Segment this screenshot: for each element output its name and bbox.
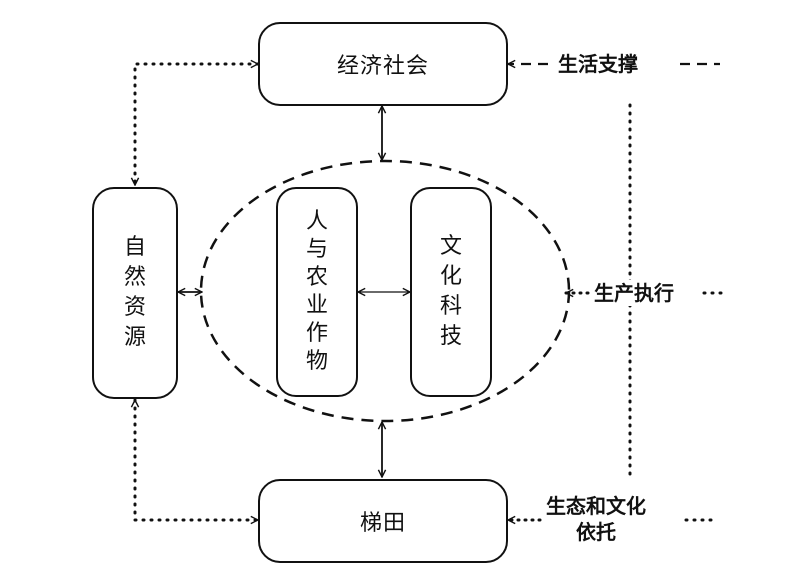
vertical-char: 科 <box>439 294 462 319</box>
culture-tech-label: 文化科技 <box>440 232 462 352</box>
ecology-culture-line1: 生态和文化 <box>546 494 646 518</box>
vertical-char: 源 <box>123 325 146 350</box>
vertical-char: 化 <box>439 264 462 289</box>
natural-resources-label: 自然资源 <box>124 233 146 353</box>
terraces-box: 梯田 <box>258 479 508 563</box>
culture-tech-box: 文化科技 <box>410 187 492 397</box>
vertical-char: 人 <box>305 209 328 234</box>
ecology-culture-label: 生态和文化 依托 <box>546 493 646 545</box>
core-ellipse <box>199 159 571 423</box>
people-crops-label: 人与农业作物 <box>306 208 328 376</box>
production-label: 生产执行 <box>594 280 674 306</box>
vertical-char: 物 <box>305 349 328 374</box>
vertical-char: 与 <box>305 237 328 262</box>
natural-resources-box: 自然资源 <box>92 187 178 399</box>
economy-society-box: 经济社会 <box>258 22 508 106</box>
ecology-culture-line2: 依托 <box>576 520 616 544</box>
vertical-char: 资 <box>123 295 146 320</box>
economy-society-label: 经济社会 <box>336 54 429 79</box>
dotted-link-resources-terraces <box>135 398 260 520</box>
life-support-label: 生活支撑 <box>558 51 638 77</box>
vertical-char: 业 <box>305 293 328 318</box>
vertical-char: 作 <box>305 321 328 346</box>
vertical-char: 然 <box>123 265 146 290</box>
vertical-char: 自 <box>123 235 146 260</box>
vertical-char: 技 <box>439 324 462 349</box>
dotted-link-economy-resources <box>135 64 260 187</box>
people-crops-box: 人与农业作物 <box>276 187 358 397</box>
terraces-label: 梯田 <box>359 511 406 536</box>
vertical-char: 农 <box>305 265 328 290</box>
vertical-char: 文 <box>439 234 462 259</box>
